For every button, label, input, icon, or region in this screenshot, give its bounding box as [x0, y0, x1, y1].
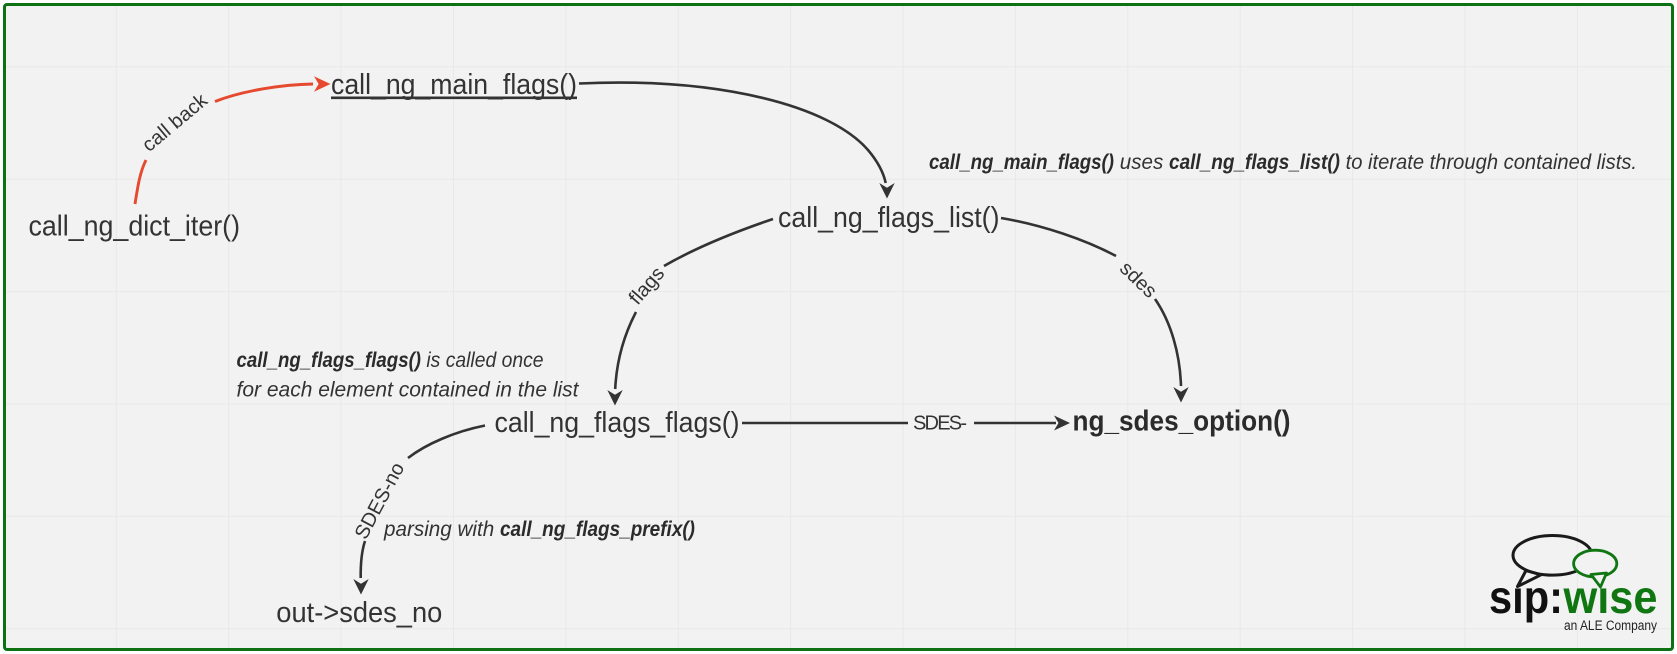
- svg-text:an ALE Company: an ALE Company: [1564, 618, 1657, 633]
- svg-text:sdes: sdes: [1115, 257, 1161, 302]
- svg-text:wıse: wıse: [1563, 571, 1658, 623]
- svg-text:ng_sdes_option(): ng_sdes_option(): [1073, 406, 1291, 438]
- svg-text:call_ng_flags_flags() is calle: call_ng_flags_flags() is called once: [237, 348, 544, 372]
- svg-text:flags: flags: [625, 263, 669, 309]
- svg-text:call_ng_flags_flags(): call_ng_flags_flags(): [495, 407, 740, 439]
- svg-text:call_ng_main_flags(): call_ng_main_flags(): [331, 69, 577, 101]
- svg-text:call_ng_dict_iter(): call_ng_dict_iter(): [29, 211, 241, 243]
- svg-text:call_ng_flags_list(): call_ng_flags_list(): [778, 202, 1000, 234]
- svg-text:parsing with call_ng_flags_pre: parsing with call_ng_flags_prefix(): [383, 517, 695, 541]
- svg-text:sıp:: sıp:: [1489, 571, 1563, 623]
- svg-text:call back: call back: [138, 89, 213, 157]
- svg-text:out->sdes_no: out->sdes_no: [276, 597, 442, 629]
- svg-text:for each element contained in: for each element contained in the list: [237, 377, 580, 401]
- svg-text:call_ng_main_flags() uses call: call_ng_main_flags() uses call_ng_flags_…: [929, 150, 1637, 174]
- svg-text:SDES-: SDES-: [913, 413, 967, 435]
